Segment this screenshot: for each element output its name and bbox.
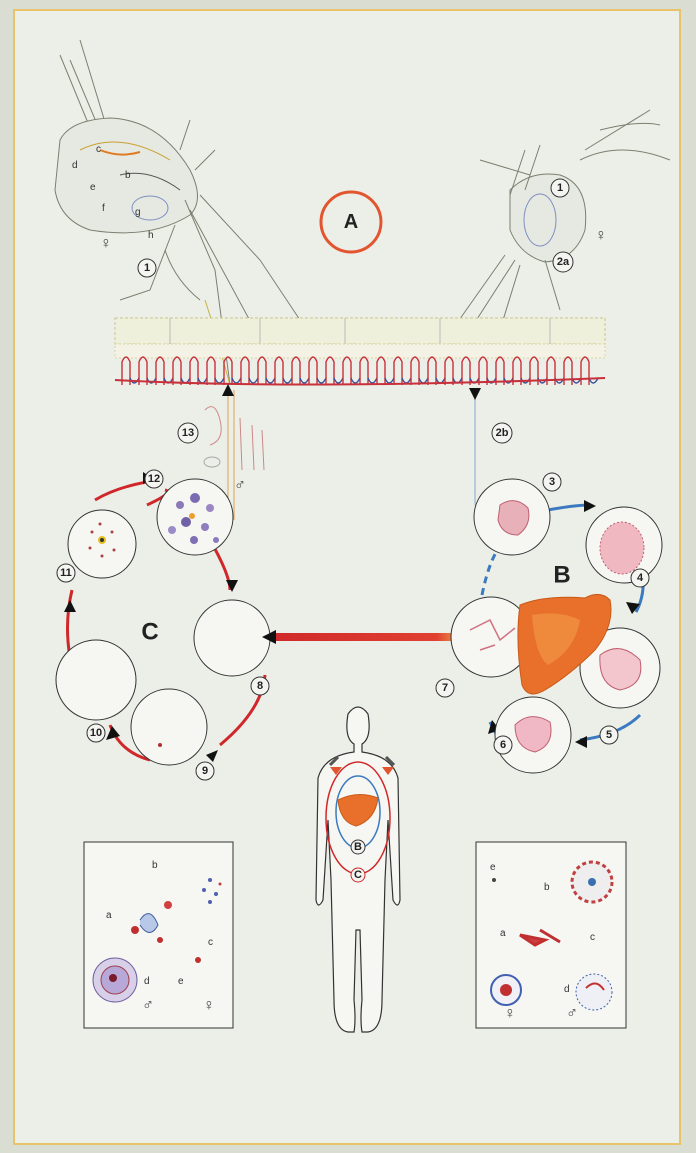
cell-8	[194, 600, 270, 676]
box-left-label-d: d	[144, 976, 150, 987]
step-9-label: 9	[202, 765, 208, 777]
step-3-label: 3	[549, 476, 555, 488]
box-right-label-c: c	[590, 932, 595, 943]
step-7-label: 7	[442, 682, 448, 694]
step-10-label: 10	[90, 727, 102, 739]
step-4-label: 4	[637, 572, 644, 584]
step-2b-label: 2b	[496, 427, 509, 439]
female-symbol-right: ♀	[595, 227, 607, 244]
box-left-female-symbol: ♀	[203, 997, 215, 1014]
cell-9-parasite	[158, 743, 162, 747]
mosquito-left-label-h: h	[148, 230, 154, 241]
box-right-label-b: b	[544, 882, 550, 893]
skin-layer	[115, 318, 605, 358]
cell-9	[131, 689, 207, 765]
step-2a-label: 2a	[557, 256, 570, 268]
hepatocyte-4-schizont	[600, 522, 644, 574]
cycle-A-label: A	[344, 211, 358, 233]
box-right-male-symbol: ♂	[566, 1005, 578, 1022]
mosquito-left-label-b: b	[125, 170, 131, 181]
mosquito-left-label-f: f	[102, 203, 105, 214]
step-8-label: 8	[257, 680, 263, 692]
box-right-label-e-top: e	[490, 862, 496, 873]
box-left-label-b: b	[152, 860, 158, 871]
step-11-label: 11	[60, 567, 72, 579]
cell-10	[56, 640, 136, 720]
merozoite-release-arrow	[270, 633, 466, 641]
mosquito-left-label-g: g	[135, 207, 141, 218]
box-left-male-symbol: ♂	[142, 997, 154, 1014]
male-symbol-13: ♂	[234, 477, 246, 494]
box-right-label-a: a	[500, 928, 506, 939]
cycle-C-label: C	[141, 619, 158, 646]
box-left-label-e: e	[178, 976, 184, 987]
cycle-B-label: B	[553, 562, 570, 589]
box-right-female-symbol: ♀	[504, 1005, 516, 1022]
step-6-label: 6	[500, 739, 506, 751]
step-1-label: 1	[144, 262, 150, 274]
female-symbol-left: ♀	[100, 235, 112, 252]
box-left-label-a: a	[106, 910, 112, 921]
step-13-label: 13	[182, 427, 194, 439]
box-right-label-d: d	[564, 984, 570, 995]
mosquito-left-label-c: c	[96, 144, 101, 155]
mosquito-left-label-e: e	[90, 182, 96, 193]
human-ring-B-label: B	[354, 841, 362, 853]
box-left-label-c: c	[208, 937, 213, 948]
mosquito-left-label-d: d	[72, 160, 78, 171]
step-5-label: 5	[606, 729, 612, 741]
step-1-right-label: 1	[557, 182, 563, 194]
step-12-label: 12	[148, 473, 160, 485]
human-ring-C-label: C	[354, 869, 362, 881]
